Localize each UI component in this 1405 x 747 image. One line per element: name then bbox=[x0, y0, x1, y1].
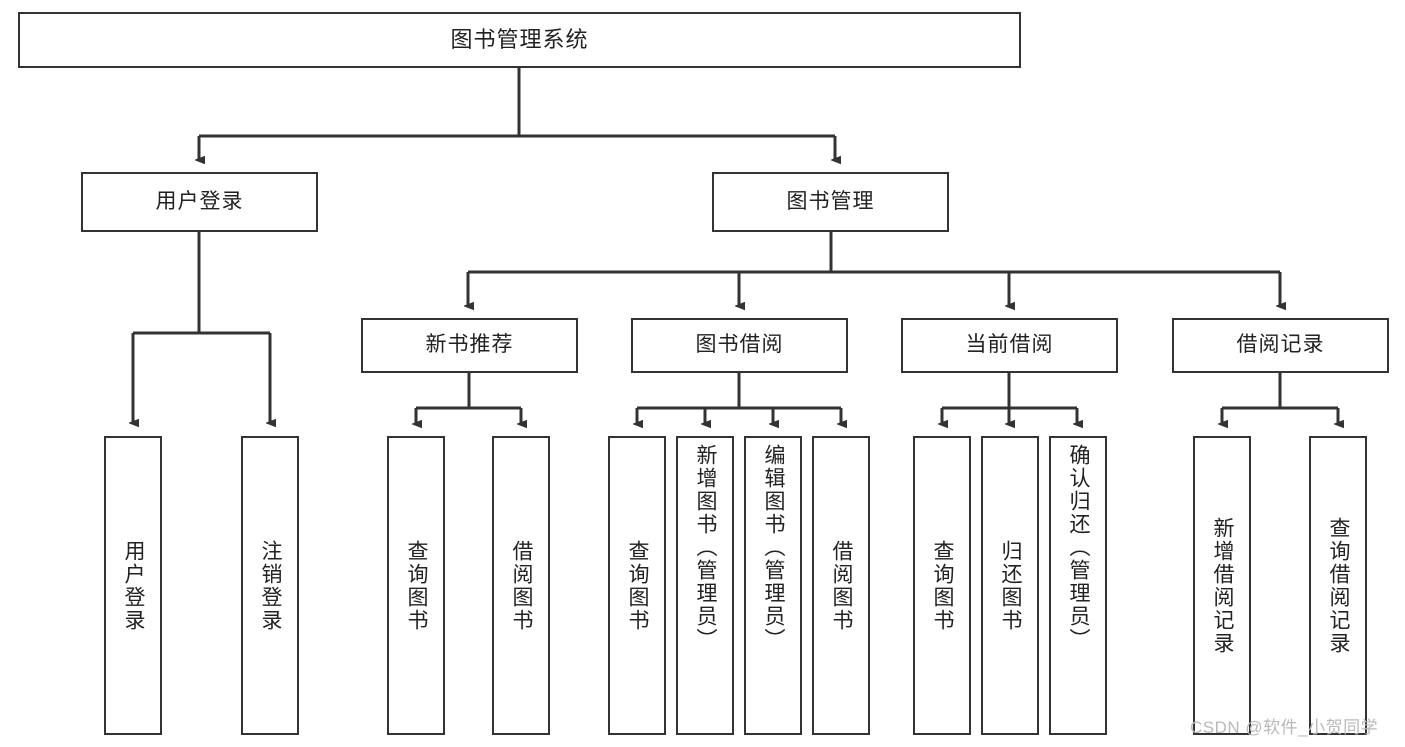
node-label: 确认归还（管理员） bbox=[1067, 444, 1091, 651]
node-label: 归还图书 bbox=[999, 539, 1023, 632]
leaf-query-book-new[interactable]: 查询图书 bbox=[387, 436, 445, 735]
node-label: 查询图书 bbox=[931, 539, 955, 632]
node-label: 新书推荐 bbox=[425, 333, 514, 357]
node-book-borrow[interactable]: 图书借阅 bbox=[631, 318, 848, 373]
node-user-login[interactable]: 用户登录 bbox=[81, 172, 318, 232]
leaf-query-borrow-record[interactable]: 查询借阅记录 bbox=[1309, 436, 1367, 735]
node-label: 查询借阅记录 bbox=[1327, 516, 1351, 655]
leaf-logout[interactable]: 注销登录 bbox=[241, 436, 299, 735]
node-borrow-record[interactable]: 借阅记录 bbox=[1172, 318, 1389, 373]
leaf-user-login[interactable]: 用户登录 bbox=[104, 436, 162, 735]
node-label: 当前借阅 bbox=[965, 333, 1054, 357]
node-label: 用户登录 bbox=[155, 189, 244, 213]
leaf-borrow-book[interactable]: 借阅图书 bbox=[812, 436, 870, 735]
node-current-borrow[interactable]: 当前借阅 bbox=[901, 318, 1118, 373]
leaf-return-book[interactable]: 归还图书 bbox=[981, 436, 1039, 735]
node-label: 图书管理 bbox=[786, 189, 875, 213]
leaf-add-borrow-record[interactable]: 新增借阅记录 bbox=[1193, 436, 1251, 735]
leaf-query-book-borrow[interactable]: 查询图书 bbox=[608, 436, 666, 735]
leaf-query-book-current[interactable]: 查询图书 bbox=[913, 436, 971, 735]
leaf-borrow-book-new[interactable]: 借阅图书 bbox=[492, 436, 550, 735]
node-label: 查询图书 bbox=[626, 539, 650, 632]
csdn-watermark: CSDN @软件_小贺同学 bbox=[1190, 718, 1379, 737]
leaf-edit-book-admin[interactable]: 编辑图书（管理员） bbox=[744, 436, 802, 735]
node-label: 用户登录 bbox=[122, 539, 146, 632]
node-label: 借阅图书 bbox=[510, 539, 534, 632]
node-label: 图书管理系统 bbox=[450, 27, 589, 53]
leaf-confirm-return-admin[interactable]: 确认归还（管理员） bbox=[1049, 436, 1107, 735]
node-label: 编辑图书（管理员） bbox=[762, 444, 786, 651]
node-book-management[interactable]: 图书管理 bbox=[712, 172, 949, 232]
node-label: 查询图书 bbox=[405, 539, 429, 632]
node-new-book-recommend[interactable]: 新书推荐 bbox=[361, 318, 578, 373]
node-label: 图书借阅 bbox=[695, 333, 784, 357]
node-root-book-management-system[interactable]: 图书管理系统 bbox=[18, 12, 1021, 68]
leaf-add-book-admin[interactable]: 新增图书（管理员） bbox=[676, 436, 734, 735]
node-label: 新增借阅记录 bbox=[1211, 516, 1235, 655]
node-label: 借阅图书 bbox=[830, 539, 854, 632]
node-label: 借阅记录 bbox=[1236, 333, 1325, 357]
node-label: 新增图书（管理员） bbox=[694, 444, 718, 651]
node-label: 注销登录 bbox=[259, 539, 283, 632]
